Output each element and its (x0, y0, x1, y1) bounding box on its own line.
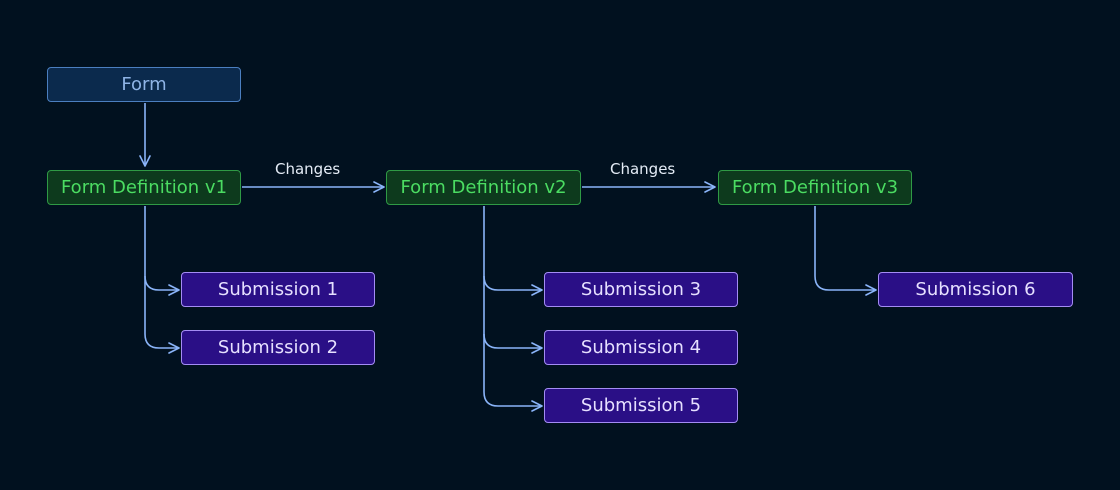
edge-v3-to-sub6 (814, 206, 877, 296)
edge-label-v1-v2: Changes (275, 160, 341, 178)
submission-6-node: Submission 6 (878, 272, 1073, 307)
edge-v1-to-sub1 (144, 206, 180, 296)
form-definition-v2-node: Form Definition v2 (386, 170, 581, 205)
form-definition-v1-node: Form Definition v1 (47, 170, 241, 205)
edge-v2-to-sub3 (483, 206, 543, 296)
submission-2-node: Submission 2 (181, 330, 375, 365)
edge-v1-to-sub2 (144, 276, 180, 354)
edge-v2-to-sub5 (483, 334, 543, 412)
form-node: Form (47, 67, 241, 102)
submission-1-node: Submission 1 (181, 272, 375, 307)
edge-v2-to-sub4 (483, 276, 543, 354)
submission-3-node: Submission 3 (544, 272, 738, 307)
submission-5-node: Submission 5 (544, 388, 738, 423)
form-definition-v3-node: Form Definition v3 (718, 170, 912, 205)
edge-label-v2-v3: Changes (610, 160, 676, 178)
submission-4-node: Submission 4 (544, 330, 738, 365)
